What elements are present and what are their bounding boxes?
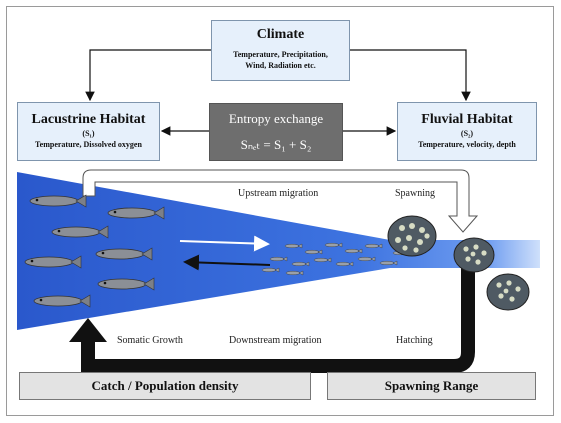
small-fish-group xyxy=(261,242,411,276)
entropy-title: Entropy exchange xyxy=(228,111,324,126)
downstream-arrowhead xyxy=(69,318,107,342)
upstream-loop-arrow xyxy=(82,169,479,233)
climate-title: Climate xyxy=(256,27,305,42)
spawning-range-box: Spawning Range xyxy=(327,372,536,400)
climate-line2: Wind, Radiation etc. xyxy=(245,61,316,70)
somatic-growth-label: Somatic Growth xyxy=(117,335,183,346)
lacustrine-subscript: (S₁) xyxy=(82,129,95,138)
figure-frame xyxy=(6,6,554,416)
catch-population-density-box: Catch / Population density xyxy=(19,372,311,400)
downstream-migration-label: Downstream migration xyxy=(229,335,322,346)
fluvial-title: Fluvial Habitat xyxy=(421,112,513,127)
fluvial-habitat-box: Fluvial Habitat (S₂) Temperature, veloci… xyxy=(397,102,537,161)
lacustrine-title: Lacustrine Habitat xyxy=(31,112,146,127)
egg-cluster-hatching xyxy=(486,273,530,311)
fluvial-subscript: (S₂) xyxy=(460,129,474,138)
lacustrine-desc: Temperature, Dissolved oxygen xyxy=(35,140,142,149)
climate-to-lacustrine-arrow xyxy=(85,49,211,102)
climate-to-fluvial-arrow xyxy=(350,49,471,102)
downstream-black-arrow xyxy=(183,254,271,271)
fluvial-desc: Temperature, velocity, depth xyxy=(418,140,516,149)
climate-line1: Temperature, Precipitation, xyxy=(233,50,328,59)
upstream-white-arrow xyxy=(179,235,270,252)
downstream-loop-arrow xyxy=(81,268,475,373)
upstream-migration-label: Upstream migration xyxy=(238,188,319,199)
egg-cluster-spawning xyxy=(387,215,437,257)
climate-box: Climate Temperature, Precipitation, Wind… xyxy=(211,20,350,81)
hatching-label: Hatching xyxy=(396,335,433,346)
egg-cluster-river xyxy=(453,237,495,273)
spawning-label: Spawning xyxy=(395,188,435,199)
entropy-formula: Sₙₑₜ = S₁ + S₂ xyxy=(240,137,312,152)
large-fish-group xyxy=(24,194,165,308)
lacustrine-habitat-box: Lacustrine Habitat (S₁) Temperature, Dis… xyxy=(17,102,160,161)
entropy-exchange-box: Entropy exchange Sₙₑₜ = S₁ + S₂ xyxy=(209,103,343,161)
